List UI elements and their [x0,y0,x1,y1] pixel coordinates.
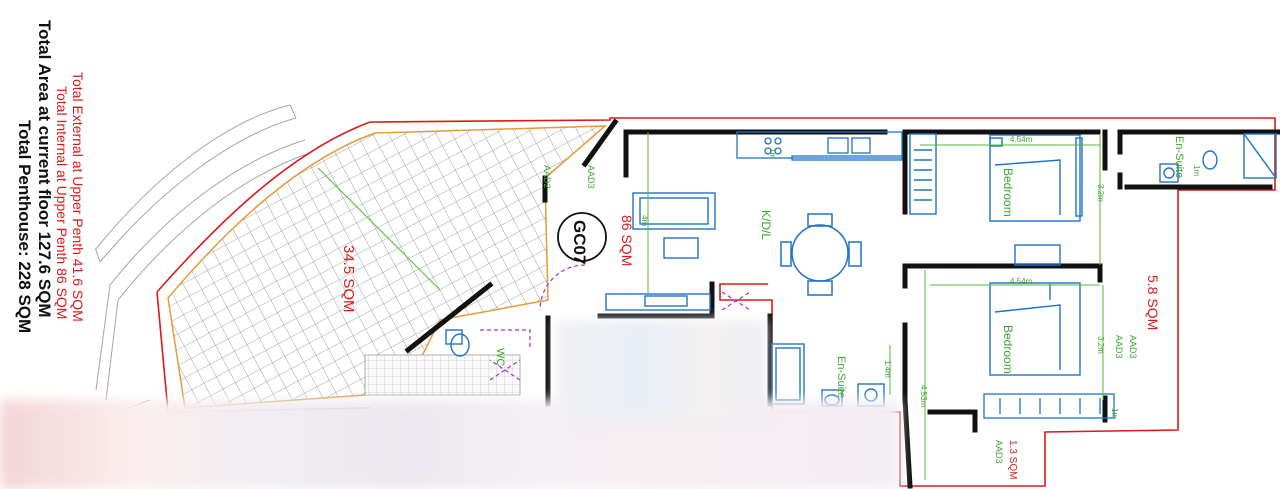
dim-32-bottom: 3.2m [1096,336,1105,354]
dim-1m-a: 1m [768,148,777,159]
ensuite-top-label: En-Suite [1173,136,1185,178]
sofa [605,192,716,311]
bed-bottom [989,244,1081,376]
dim-4m: 4m [640,215,649,226]
bedroom-top-label: Bedroom [1001,168,1015,217]
right-terrace-area-label: 5.8 SQM [1145,275,1161,330]
dimension-lines [317,132,1104,480]
dim-14: 1.4m [883,360,892,378]
small-area-label: 1.3 SQM [1007,440,1018,479]
unit-internal-area-label: 86 SQM [619,215,635,266]
terrace-stair-hatch [364,354,521,396]
aad2-tag: AAD2 [542,165,552,189]
dim-454-top: 4.54m [1010,135,1033,144]
bathroom-fixtures-top [1159,133,1277,183]
aad3-tag-b: AAD3 [1114,335,1124,359]
aad3-tag-a: AAD3 [586,165,596,189]
ensuite-bottom-label: En-Suite [835,356,847,398]
dim-1m-b: 1m [1192,165,1201,176]
outer-balcony-lines [94,104,313,416]
dim-454-bottom: 4.54m [1010,277,1033,286]
blurred-region-center [556,320,766,420]
bedroom-bottom-label: Bedroom [1001,325,1015,374]
bathroom-fixtures-bottom [771,343,885,407]
terrace-floor [167,125,608,409]
unit-id: GC07 [570,220,589,264]
terrace-area-label: 34.5 SQM [340,245,357,313]
wardrobe-bottom [983,393,1115,419]
dim-1m-c: 1m [1110,408,1119,419]
aad3-tag-d: AAD3 [1128,335,1138,359]
bed-top [989,134,1083,222]
kdl-label: K/D/L [759,210,773,240]
dining-set [780,213,862,296]
dim-453: 4.53m [919,385,928,408]
wardrobe-top [909,133,937,215]
wc-fixture [445,329,470,357]
wc-label: WC [494,348,506,366]
unit-tag: GC07 [557,212,607,264]
aad3-tag-c: AAD3 [994,440,1004,464]
kitchen-counter [736,131,903,161]
door-swings [480,264,751,381]
dim-32-top: 3.2m [1096,184,1105,202]
